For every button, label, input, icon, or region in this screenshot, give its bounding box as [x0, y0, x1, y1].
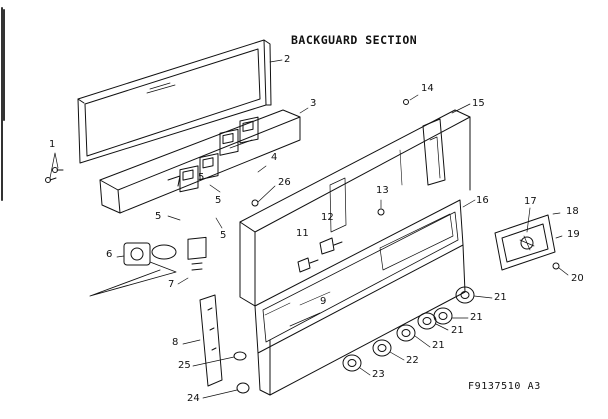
callout-5a: 5	[198, 172, 205, 183]
callout-16: 16	[476, 195, 489, 206]
callout-18: 18	[566, 206, 579, 217]
callout-21a: 21	[494, 292, 507, 303]
callout-26: 26	[278, 177, 291, 188]
callout-3: 3	[310, 98, 317, 109]
knobs-22-23	[343, 340, 404, 375]
part-2-rear-frame	[78, 40, 282, 163]
part-20-screw	[553, 263, 568, 275]
callout-13: 13	[376, 185, 389, 196]
part-14-screw	[404, 100, 409, 105]
callout-9: 9	[320, 296, 327, 307]
diagram-title: BACKGUARD SECTION	[291, 33, 418, 47]
part-9-leader	[290, 313, 320, 326]
part-8-bracket	[183, 295, 222, 386]
part-5-switches-lower	[168, 154, 222, 228]
part-4-5-switches-upper	[210, 117, 266, 192]
part-15-backguard-housing	[240, 95, 470, 306]
callout-14: 14	[421, 83, 434, 94]
callout-5d: 5	[220, 230, 227, 241]
figure-id: F9137510 A3	[468, 381, 541, 392]
callout-21c: 21	[451, 325, 464, 336]
callout-5b: 5	[215, 195, 222, 206]
part-6-timer	[90, 243, 176, 296]
callout-6: 6	[106, 249, 113, 260]
part-17-19-timer-module	[495, 208, 562, 270]
callout-5c: 5	[155, 211, 162, 222]
callout-21b: 21	[470, 312, 483, 323]
callout-25: 25	[178, 360, 191, 371]
callout-22: 22	[406, 355, 419, 366]
callout-2: 2	[284, 54, 291, 65]
callout-20: 20	[571, 273, 584, 284]
callout-23: 23	[372, 369, 385, 380]
callout-17: 17	[524, 196, 537, 207]
part-7-switch	[178, 237, 206, 284]
callout-8: 8	[172, 337, 179, 348]
part-13-lamp	[378, 200, 384, 215]
callout-7: 7	[168, 279, 175, 290]
callout-19: 19	[567, 229, 580, 240]
callout-1: 1	[49, 139, 56, 150]
knobs-21	[397, 287, 492, 347]
part-11-12-indicators	[298, 238, 342, 272]
part-26-screw	[252, 200, 258, 206]
part-1-screws	[46, 153, 64, 183]
part-24-25	[193, 352, 249, 398]
callout-12: 12	[321, 212, 334, 223]
part-16-control-panel	[255, 200, 475, 395]
callout-24: 24	[187, 393, 200, 404]
callout-21d: 21	[432, 340, 445, 351]
scan-edge	[2, 8, 4, 200]
callout-4: 4	[271, 152, 278, 163]
callout-11: 11	[296, 228, 309, 239]
callout-15: 15	[472, 98, 485, 109]
